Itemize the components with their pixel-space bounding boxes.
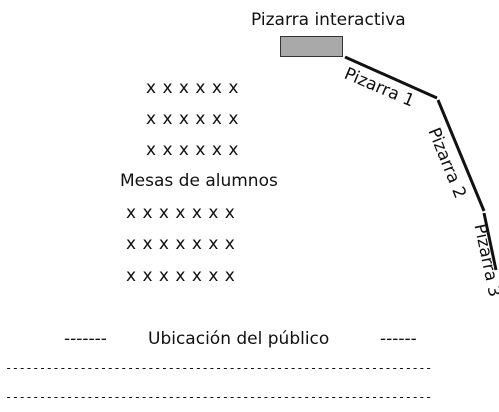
audience-line: ----------------------------------------… xyxy=(5,361,432,375)
desk-row: x x x x x x xyxy=(146,140,239,160)
interactive-board xyxy=(280,36,343,57)
desk-row: x x x x x x x xyxy=(126,234,236,254)
board-2-line xyxy=(436,99,486,212)
desk-row: x x x x x x x xyxy=(126,266,236,286)
desk-row: x x x x x x x xyxy=(126,203,236,223)
audience-label: Ubicación del público xyxy=(148,329,330,349)
desk-row: x x x x x x xyxy=(146,78,239,98)
audience-left-dashes: ------- xyxy=(64,329,107,349)
interactive-board-label: Pizarra interactiva xyxy=(251,10,406,30)
audience-right-dashes: ------ xyxy=(380,329,417,349)
audience-line: ----------------------------------------… xyxy=(5,390,432,404)
student-desks-label: Mesas de alumnos xyxy=(120,171,278,191)
desk-row: x x x x x x xyxy=(146,109,239,129)
board-3-line xyxy=(482,212,498,271)
board-1-line xyxy=(344,55,438,100)
